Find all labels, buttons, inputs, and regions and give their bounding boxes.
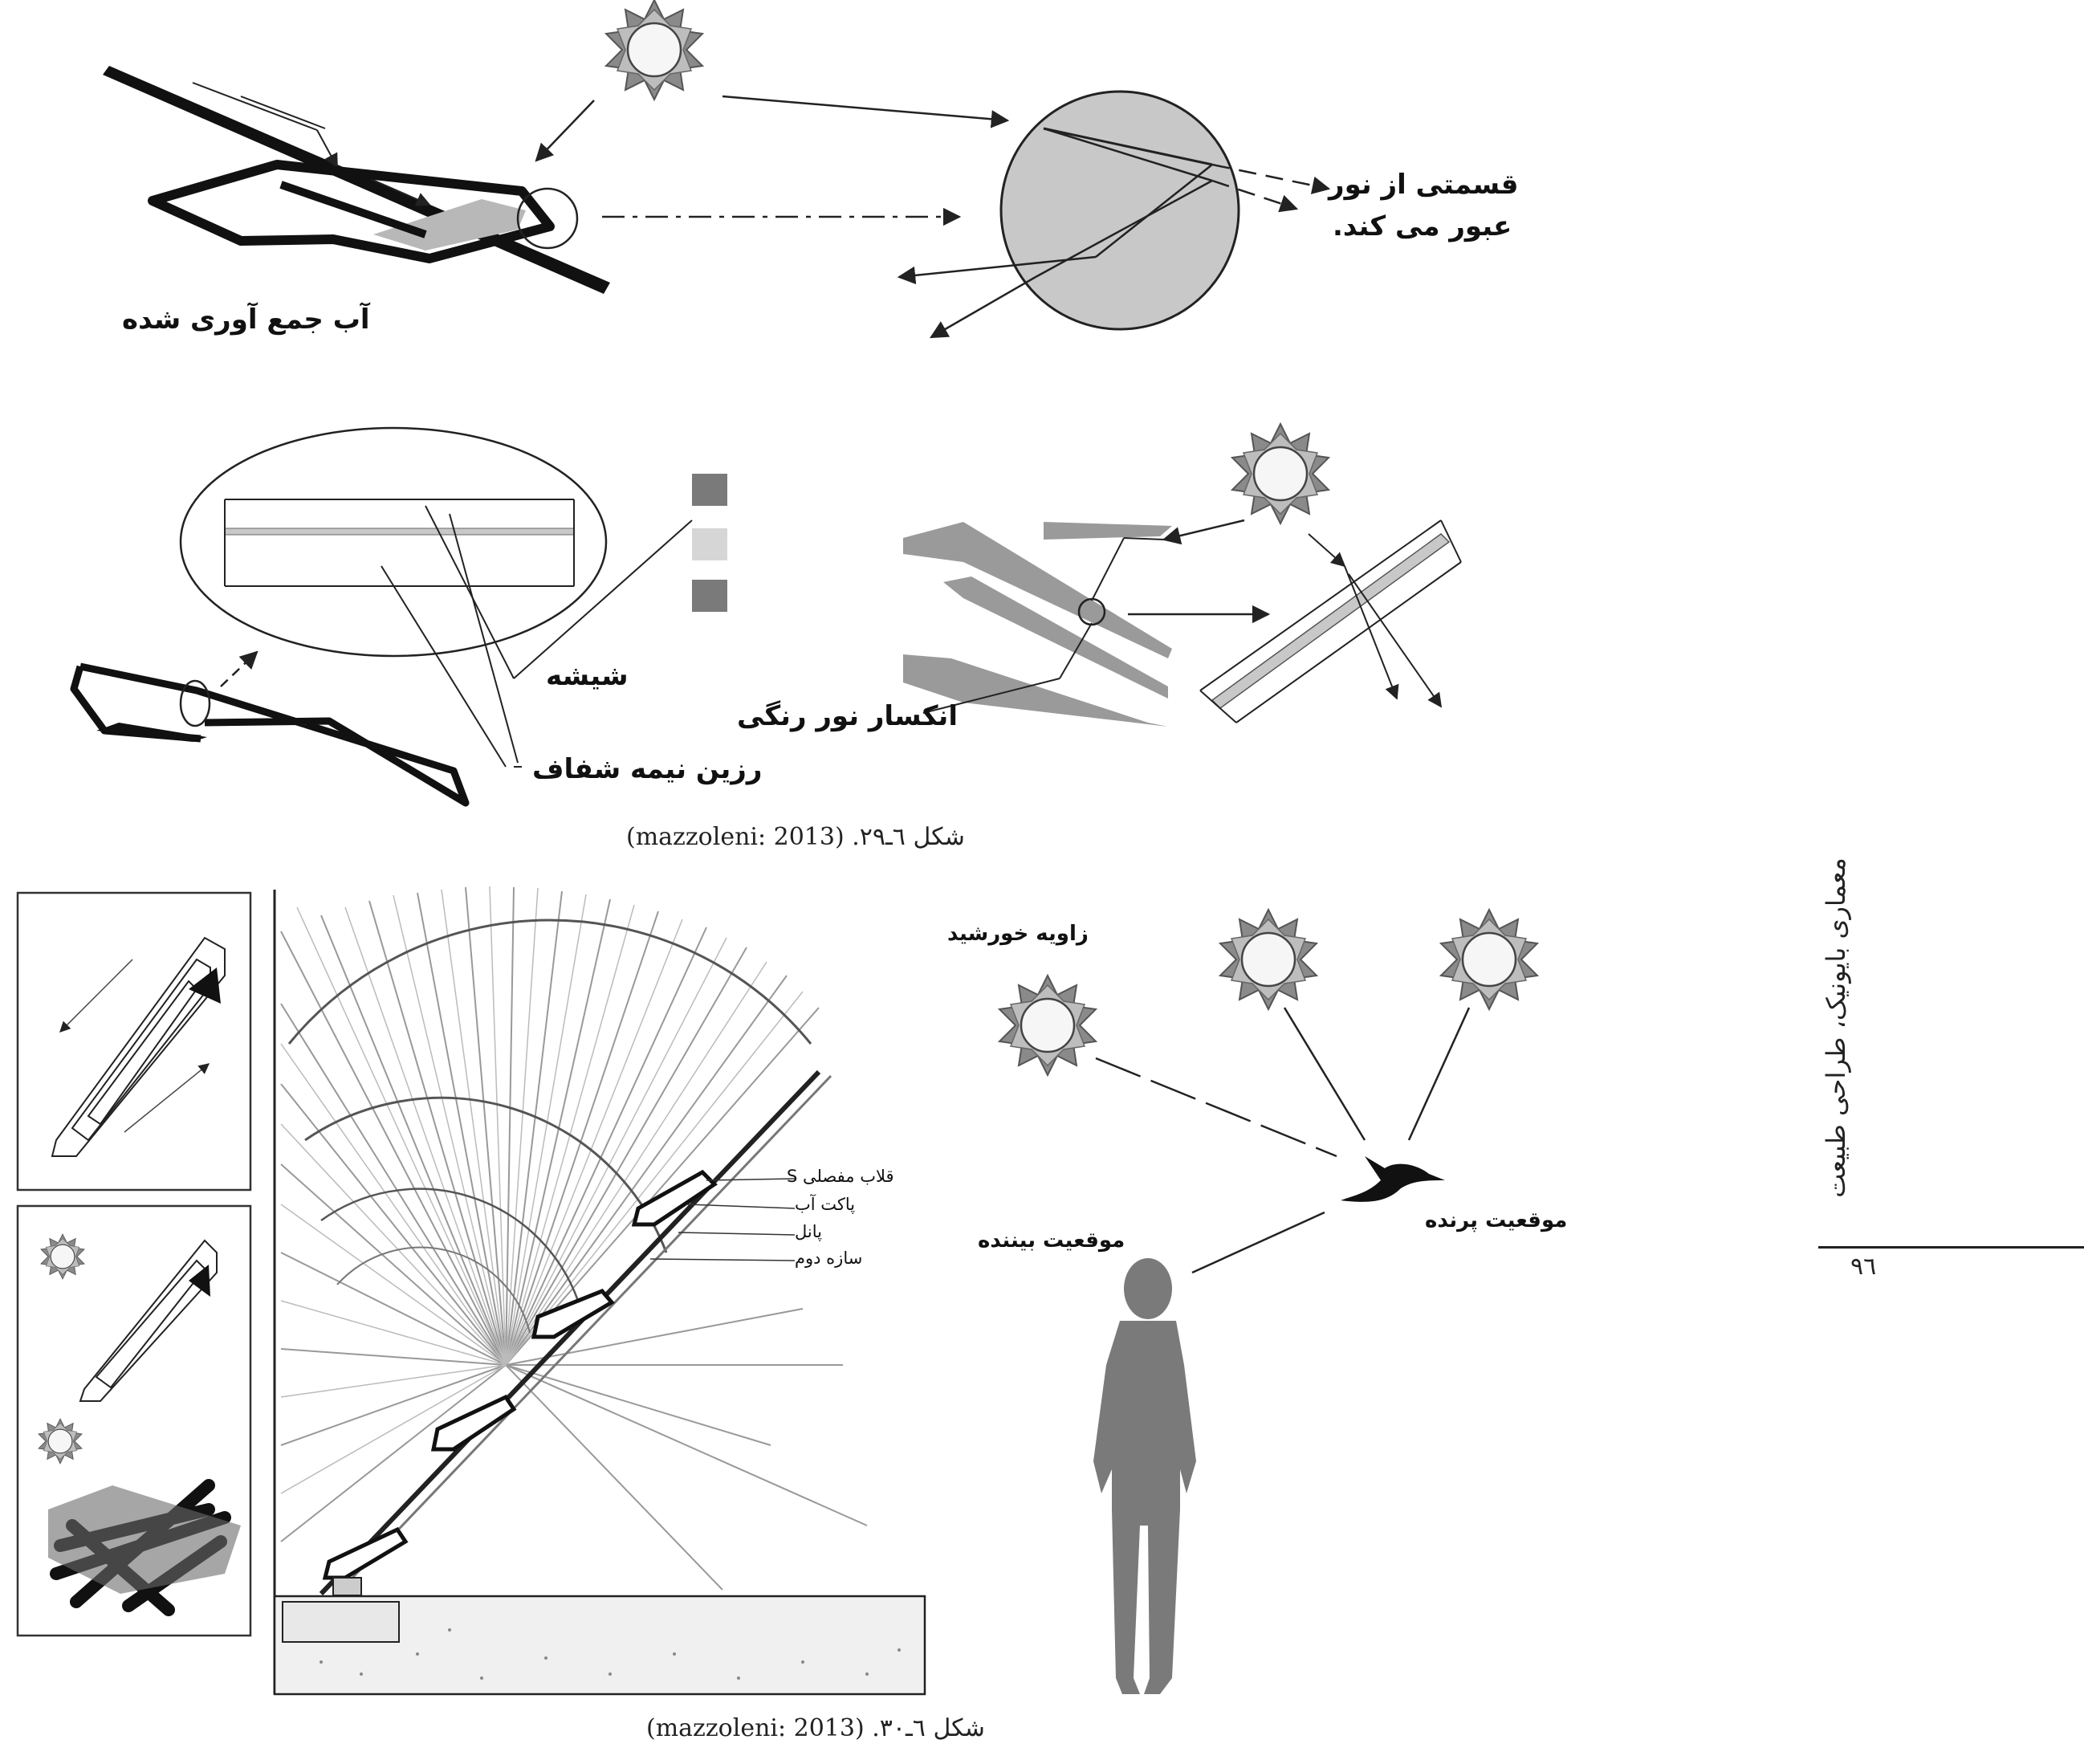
water-pocket-3 [430, 1394, 517, 1452]
fig30-diagram [16, 886, 1539, 1696]
water-pocket-4 [322, 1526, 409, 1580]
main-structure [319, 1069, 821, 1596]
caption-fig30: شکل ٦ـ٣٠. (mazzoleni: 2013) [646, 1714, 985, 1742]
sun-icon-3 [998, 974, 1097, 1077]
foundation [282, 1601, 400, 1643]
caption-fig29: شکل ٦ـ٢٩. (mazzoleni: 2013) [626, 823, 965, 851]
fig29-bottom-diagram [70, 422, 1462, 807]
label-panel: پانل [795, 1222, 822, 1241]
fig29-top-diagram [103, 0, 1331, 339]
sidebar-rule [1818, 1246, 2084, 1249]
viewer-silhouette [1093, 1258, 1196, 1694]
panel-layer-top [903, 522, 1172, 658]
panel-layer-bottom [903, 654, 1168, 727]
sun-icon-5 [1439, 908, 1539, 1011]
water-pocket-2 [531, 1289, 615, 1339]
swatch-light [692, 528, 727, 560]
sun-icon-4 [1219, 908, 1318, 1011]
page-number: ٩٦ [1850, 1253, 1877, 1281]
label-resin: رزین نیمه شفاف [532, 753, 763, 785]
label-water-pocket: پاکت آب [795, 1195, 856, 1214]
label-sun-angle: زاویه خورشید [947, 922, 1089, 946]
inset-box-1 [16, 891, 252, 1192]
channel-outline [148, 160, 555, 263]
label-glass: شیشه [546, 660, 629, 692]
running-title: معماری بایونیک، طراحی طبیعت [1821, 858, 1851, 1198]
magnified-section [179, 426, 608, 658]
collected-water-fill [373, 199, 526, 251]
detail-circle [516, 187, 579, 250]
label-partial-light-1: قسمتی از نور [1329, 169, 1519, 201]
sun-icon-2 [1231, 422, 1330, 525]
label-s-hinge: قلاب مفصلی S [787, 1167, 894, 1186]
droplet-disc [999, 90, 1240, 331]
swatch-dark-2 [692, 580, 727, 612]
bird-icon [1341, 1156, 1445, 1202]
glass-laminate [1211, 533, 1451, 709]
label-partial-light-2: عبور می کند. [1333, 210, 1512, 242]
sun-icon [604, 0, 704, 101]
label-colored-refraction: انکسار نور رنگی [737, 700, 958, 732]
swatch-dark [692, 474, 727, 506]
thick-slab [103, 66, 610, 294]
label-collected-water: آب جمع آوری شده [122, 304, 370, 336]
label-viewer-position: موقعیت بیننده [978, 1228, 1125, 1253]
label-second-structure: سازه دوم [795, 1249, 863, 1268]
water-pocket-1 [631, 1169, 718, 1227]
label-bird-position: موقعیت پرنده [1425, 1208, 1568, 1232]
